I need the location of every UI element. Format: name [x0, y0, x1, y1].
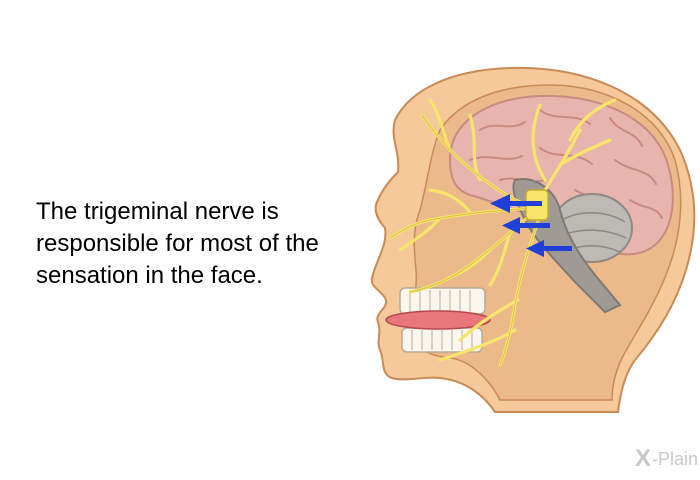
xplain-logo-text: -Plain	[652, 449, 698, 470]
head-trigeminal-illustration	[330, 60, 700, 420]
xplain-logo-mark: X	[635, 445, 651, 473]
caption-text: The trigeminal nerve is responsible for …	[36, 196, 366, 292]
xplain-logo: X -Plain	[635, 444, 698, 474]
